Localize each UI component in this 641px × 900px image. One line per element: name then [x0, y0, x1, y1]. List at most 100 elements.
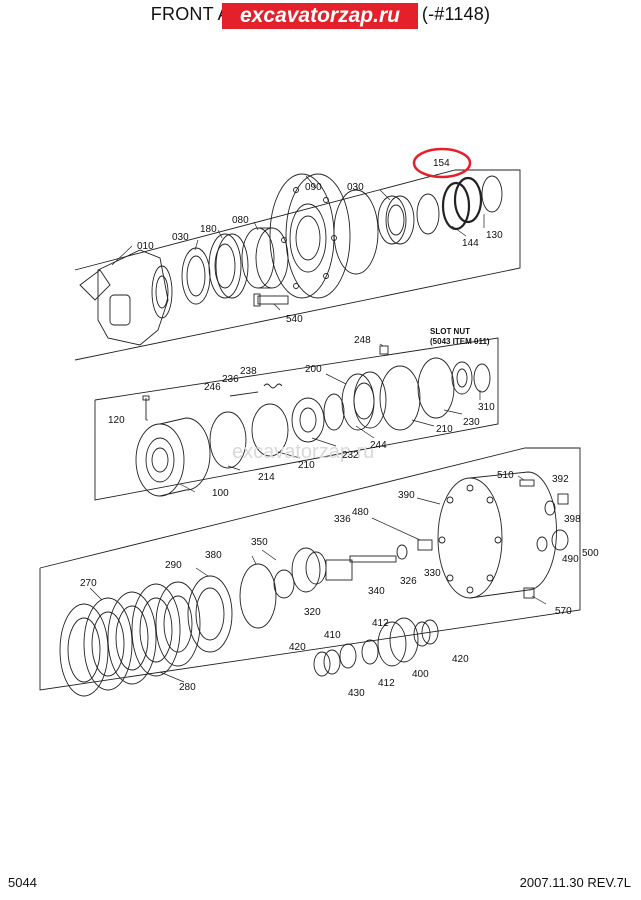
label-540: 540 [286, 314, 303, 325]
label-412-bottom: 412 [378, 678, 395, 689]
bolt-326 [349, 555, 397, 563]
ring-214 [209, 411, 247, 469]
label-392: 392 [552, 474, 569, 485]
ring-430 [323, 649, 341, 675]
label-030-left: 030 [172, 232, 189, 243]
label-010: 010 [137, 241, 154, 252]
ring-210-right [379, 365, 421, 431]
slot-nut [451, 361, 473, 395]
label-480: 480 [352, 507, 369, 518]
label-510: 510 [497, 470, 514, 481]
plug-392 [557, 493, 569, 505]
label-500: 500 [582, 548, 599, 559]
watermark-banner: excavatorzap.ru [222, 3, 418, 29]
label-154: 154 [433, 158, 450, 169]
label-390: 390 [398, 490, 415, 501]
planet-housing-390 [437, 471, 557, 599]
label-320: 320 [304, 607, 321, 618]
label-420-left: 420 [289, 642, 306, 653]
slot-nut-item: (5043 ITEM 011) [430, 337, 490, 346]
label-336: 336 [334, 514, 351, 525]
label-144: 144 [462, 238, 479, 249]
friction-discs [59, 581, 201, 697]
label-130: 130 [486, 230, 503, 241]
pin-246 [229, 391, 259, 397]
revision-date: 2007.11.30 REV.7L [519, 875, 631, 890]
label-270: 270 [80, 578, 97, 589]
label-410: 410 [324, 630, 341, 641]
section-frame-2 [94, 337, 499, 501]
bolt-510 [519, 479, 535, 487]
ring-144 [416, 193, 440, 235]
plug-570 [523, 587, 535, 599]
o-ring-490 [536, 536, 548, 552]
plug-248 [379, 345, 389, 355]
label-400: 400 [412, 669, 429, 680]
plug-500 [551, 529, 569, 551]
section-frame-3 [39, 447, 581, 691]
wheel-bolt-540 [253, 293, 289, 307]
label-380: 380 [205, 550, 222, 561]
sun-gear-340 [325, 559, 353, 581]
planet-carrier-100 [135, 417, 211, 497]
label-330: 330 [424, 568, 441, 579]
label-340: 340 [368, 586, 385, 597]
bolt-120 [142, 395, 150, 420]
ring-410 [339, 643, 357, 669]
plate-232 [291, 397, 325, 443]
label-214: 214 [258, 472, 275, 483]
plate-480 [417, 539, 433, 551]
label-100: 100 [212, 488, 229, 499]
label-120: 120 [108, 415, 125, 426]
label-030-right: 030 [347, 182, 364, 193]
slot-nut-label: SLOT NUT [430, 327, 470, 336]
ring-420-right [421, 619, 439, 645]
snap-ring-380 [239, 563, 277, 629]
label-180: 180 [200, 224, 217, 235]
seal-244 [323, 393, 345, 431]
label-236: 236 [222, 374, 239, 385]
highlight-154 [412, 147, 472, 179]
label-326: 326 [400, 576, 417, 587]
label-080: 080 [232, 215, 249, 226]
label-490: 490 [562, 554, 579, 565]
label-246: 246 [204, 382, 221, 393]
o-ring-090 [333, 189, 379, 275]
knuckle-housing-010 [79, 249, 173, 346]
page-number: 5044 [8, 875, 37, 890]
leader-lines [89, 175, 547, 683]
washer-336 [396, 544, 408, 560]
title-suffix: (-#1148) [421, 4, 491, 24]
ring-320 [273, 569, 295, 599]
label-280: 280 [179, 682, 196, 693]
label-232: 232 [342, 450, 359, 461]
plate-290 [187, 575, 233, 653]
lock-310 [473, 363, 491, 393]
spacer-080 [241, 227, 289, 289]
label-412-top: 412 [372, 618, 389, 629]
label-430: 430 [348, 688, 365, 699]
section-frame-1 [74, 169, 521, 361]
label-090: 090 [305, 182, 322, 193]
label-310: 310 [478, 402, 495, 413]
ring-412-right [413, 621, 431, 647]
label-244: 244 [370, 440, 387, 451]
label-230: 230 [463, 417, 480, 428]
o-ring-398 [544, 500, 556, 516]
ring-412-left [361, 639, 379, 665]
label-210-left: 210 [298, 460, 315, 471]
label-238: 238 [240, 366, 257, 377]
label-200: 200 [305, 364, 322, 375]
bearing-180 [208, 233, 249, 299]
ring-154 [441, 176, 483, 231]
planet-gear-400 [377, 617, 419, 667]
page-title: FRONT A (-#1148) [0, 4, 641, 25]
spring-238 [263, 383, 283, 389]
label-570: 570 [555, 606, 572, 617]
ring-420-left [313, 651, 331, 677]
ring-210-left [251, 403, 289, 457]
title-prefix: FRONT A [150, 4, 230, 24]
label-210-right: 210 [436, 424, 453, 435]
ring-230 [417, 357, 455, 419]
